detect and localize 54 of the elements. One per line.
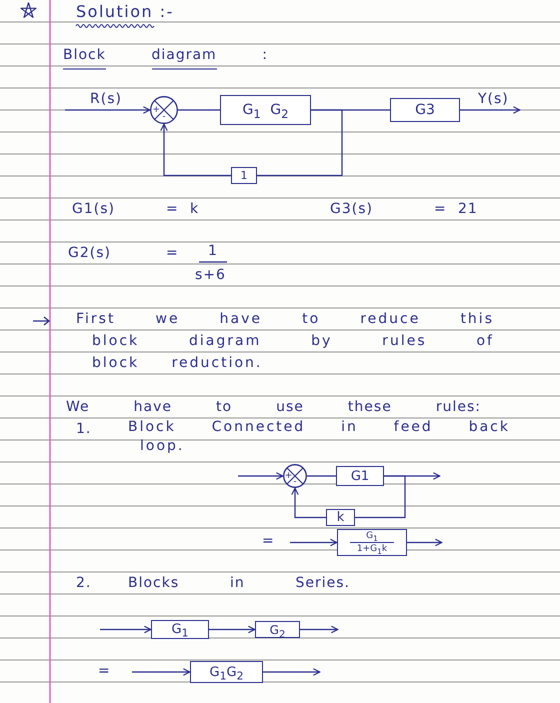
signal-label: Y(s): [478, 91, 509, 108]
signal-arrow: [407, 538, 442, 546]
equation-term: 21: [458, 201, 478, 218]
signal-arrow: [132, 668, 190, 676]
transfer-function-block: G3: [390, 98, 460, 122]
transfer-function-block: G$_{1}$ G$_{2}$: [220, 95, 311, 125]
signal-arrow: [160, 124, 231, 176]
feedback-sign: -: [292, 478, 298, 488]
signal-line: [307, 475, 336, 477]
equals-sign: =: [166, 201, 179, 218]
signal-arrow: [65, 106, 150, 114]
signal-arrow: [290, 538, 338, 546]
denominator: 1+G$_{1}$k: [356, 544, 388, 554]
equals-sign: =: [262, 533, 275, 550]
transfer-function-block: [337, 529, 407, 556]
signal-arrow: [263, 668, 320, 676]
note-text: We have to use these rules:: [66, 399, 481, 416]
signal-arrow: [209, 626, 256, 634]
numerator: G$_{1}$: [366, 531, 378, 541]
signal-line: [178, 109, 220, 111]
transfer-function-block: G1: [336, 466, 384, 486]
equation-term: k: [190, 201, 200, 218]
numerator: 1: [208, 243, 218, 260]
summing-junction: [283, 464, 307, 488]
rule-heading: Blocks in Series.: [128, 575, 350, 592]
signal-label: R(s): [90, 91, 122, 108]
feedback-sign: -: [161, 113, 167, 122]
list-number: 1.: [76, 421, 92, 438]
transfer-function-block: 1: [231, 167, 257, 184]
summing-junction: [150, 96, 178, 124]
signal-arrow: [460, 106, 520, 114]
signal-line: [355, 475, 406, 518]
equation-term: G1(s): [72, 201, 115, 218]
page-heading: Solution :-: [76, 3, 174, 21]
rule-heading: Block Connected in feed back loop.: [128, 418, 510, 456]
signal-arrow: [100, 626, 152, 634]
signal-arrow: [300, 626, 338, 634]
signal-line: [257, 109, 343, 176]
paragraph: First we have to reduce this block diagram by rules of block reduction.: [76, 310, 494, 373]
equation-term: G3(s): [330, 201, 373, 218]
equation-term: G2(s): [68, 245, 111, 262]
transfer-function-block: k: [326, 509, 355, 526]
signal-arrow: [291, 488, 326, 518]
transfer-function-block: G$_{1}$G$_{2}$: [190, 661, 263, 683]
transfer-function-block: G$_{1}$: [151, 620, 209, 639]
list-number: 2.: [76, 575, 92, 592]
equals-sign: =: [98, 663, 111, 680]
denominator: s+6: [195, 267, 226, 284]
signal-arrow: [238, 472, 284, 480]
section-heading: Block diagram :: [63, 47, 268, 64]
input-sign: +: [284, 472, 292, 480]
input-sign: +: [152, 106, 160, 114]
equals-sign: =: [434, 201, 447, 218]
equals-sign: =: [166, 245, 179, 262]
